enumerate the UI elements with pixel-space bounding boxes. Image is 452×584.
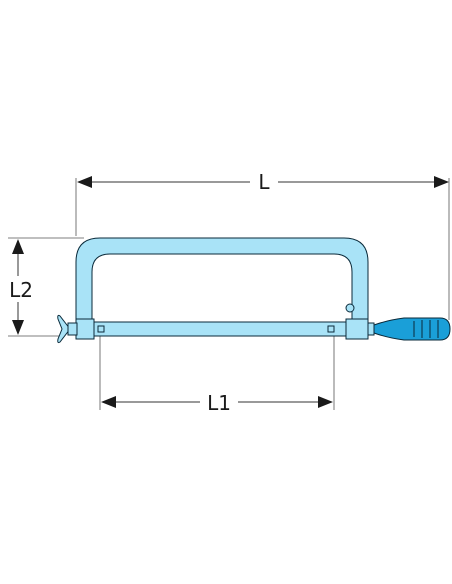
tensioning-wing-nut bbox=[57, 314, 78, 344]
handle-collar bbox=[367, 322, 375, 336]
wing-nut-wings bbox=[57, 314, 71, 344]
handle-body bbox=[373, 317, 451, 341]
arrowhead-blade-left bbox=[101, 396, 116, 408]
dimension-frame-height: L2 bbox=[9, 239, 33, 335]
arrowhead-overall-right bbox=[434, 176, 449, 188]
blade-rail bbox=[75, 321, 369, 337]
arrowhead-blade-right bbox=[318, 396, 333, 408]
label-frame-height: L2 bbox=[9, 278, 33, 302]
ferrule-left bbox=[75, 318, 95, 340]
extension-lines bbox=[8, 178, 450, 410]
frame-rivet bbox=[345, 303, 355, 313]
dimension-blade-length: L1 bbox=[101, 391, 333, 415]
blade-pin-left bbox=[97, 325, 105, 333]
arrowhead-height-top bbox=[12, 239, 24, 254]
saw-blade bbox=[75, 318, 369, 340]
label-blade-length: L1 bbox=[207, 391, 231, 415]
frame-body bbox=[75, 237, 369, 323]
label-overall-length: L bbox=[258, 170, 270, 194]
dimension-overall-length: L bbox=[77, 170, 449, 194]
grip-handle bbox=[367, 317, 451, 341]
u-shaped-frame bbox=[75, 237, 369, 323]
arrowhead-overall-left bbox=[77, 176, 92, 188]
arrowhead-height-bottom bbox=[12, 320, 24, 335]
wing-nut-body bbox=[67, 322, 78, 336]
ferrule-right bbox=[345, 318, 369, 340]
blade-pin-right bbox=[327, 325, 335, 333]
